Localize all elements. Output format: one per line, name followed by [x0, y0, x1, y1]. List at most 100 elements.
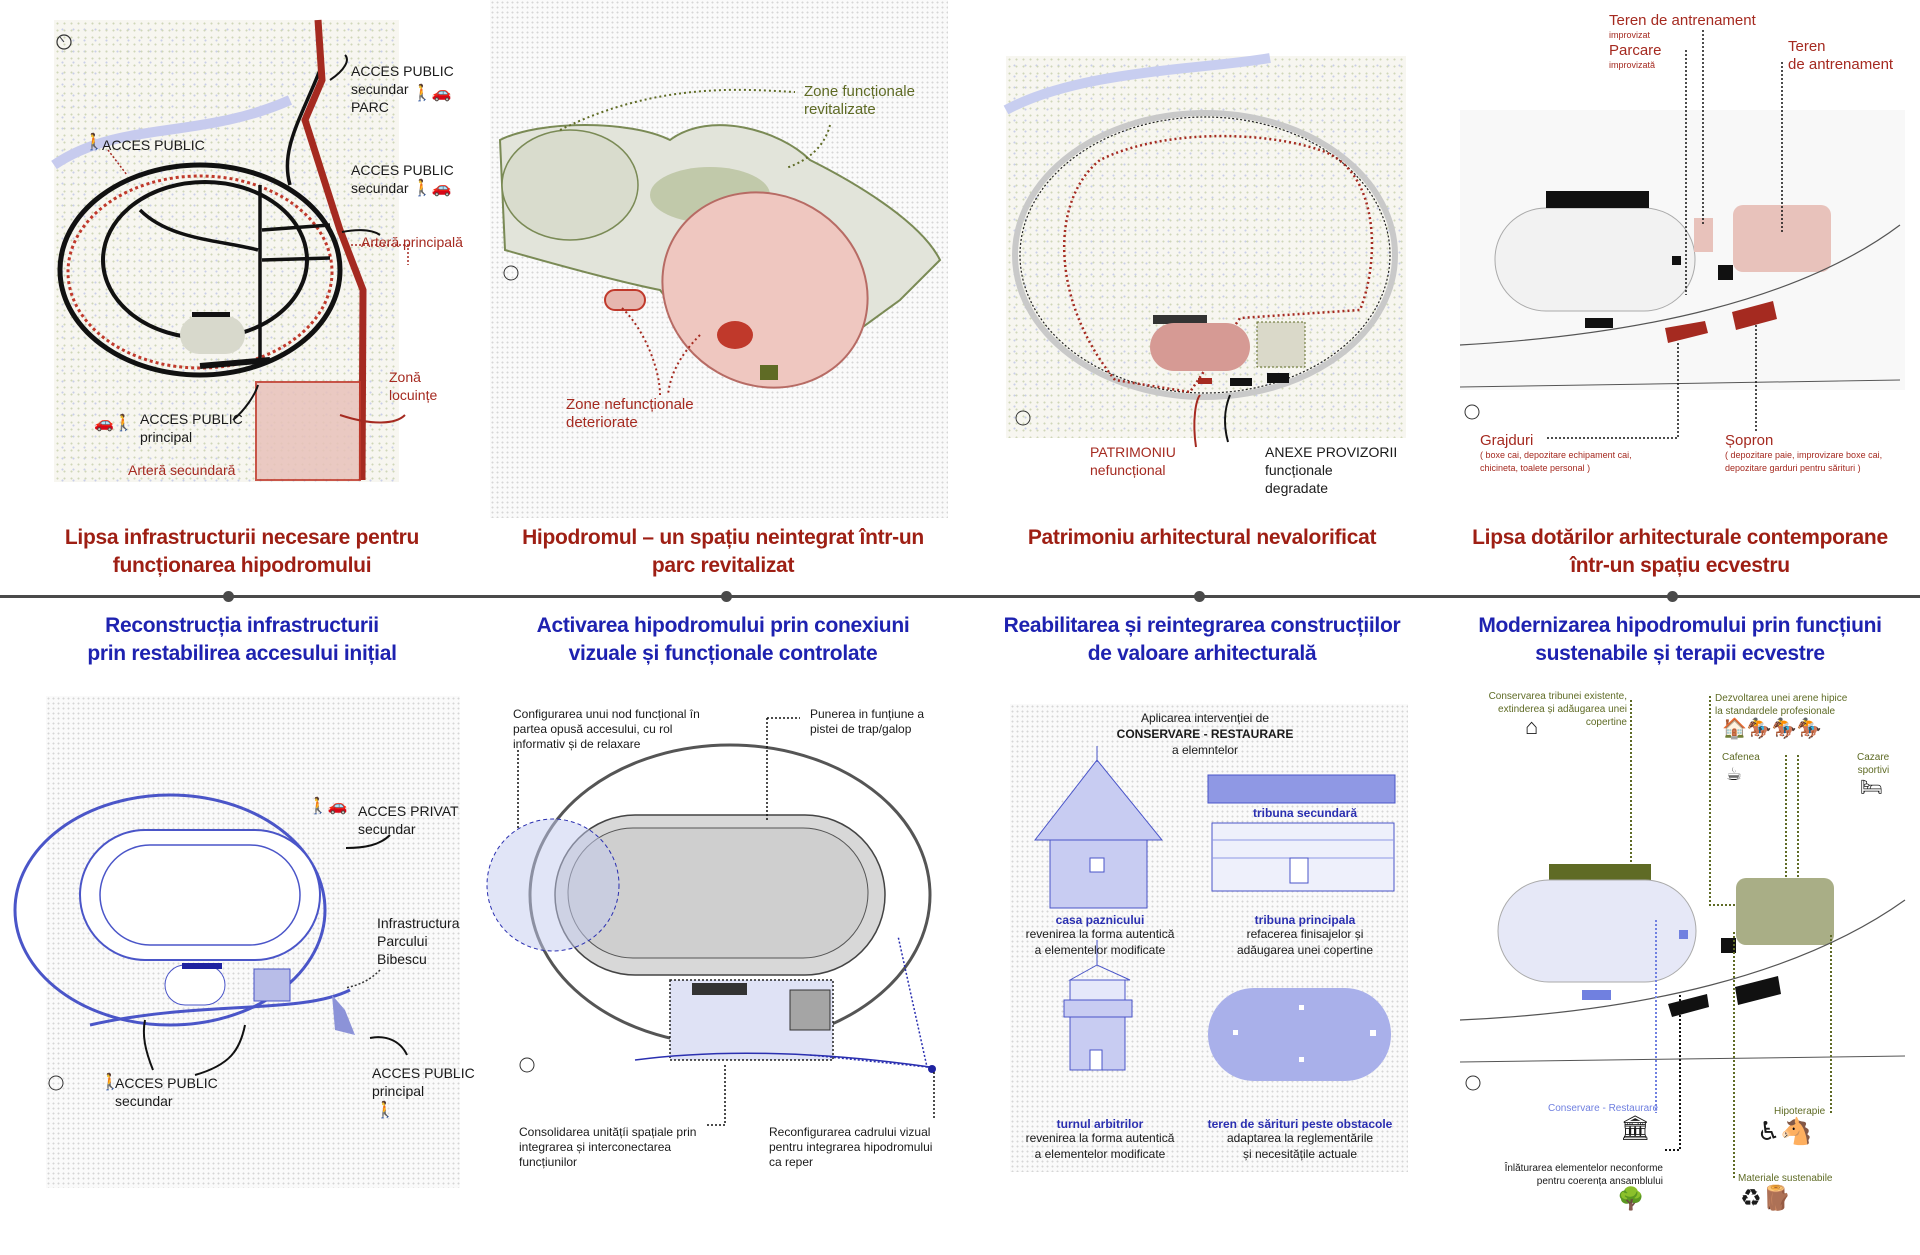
- viewpoint-marker: [928, 1065, 936, 1073]
- museum-hand-icon: 🏛: [1620, 1115, 1651, 1142]
- solution-title-access: Reconstrucția infrastructurii prin resta…: [87, 614, 397, 665]
- timeline-node: [223, 591, 234, 602]
- referee-tower-top: [1069, 979, 1126, 1001]
- north-arrow-icon: [56, 34, 72, 50]
- track-plan: [1494, 207, 1696, 312]
- label-acces-public-secundar: ACCES PUBLIC secundar: [351, 162, 454, 196]
- item-desc-casa-paznicului: revenirea la forma autentică a elementel…: [1025, 927, 1175, 957]
- label-parcare-sub: improvizată: [1609, 60, 1656, 70]
- car-pedestrian-icon: 🚗🚶: [94, 415, 134, 432]
- park-map-drawing: [498, 88, 942, 396]
- tribune-extension: [1549, 864, 1651, 882]
- label-nod-functional: Configurarea unui nod funcțional în part…: [513, 707, 700, 751]
- label-infrastructura-parcului: Infrastructura Parcului Bibescu: [377, 915, 460, 967]
- solution-title-modernization: Modernizarea hipodromului prin funcțiuni…: [1478, 614, 1882, 665]
- access-map-drawing: [13, 793, 408, 1091]
- guard-house-body: [1049, 839, 1148, 909]
- intro-line-2: CONSERVARE - RESTAURARE: [1116, 727, 1294, 741]
- label-cazare: Cazare sportivi: [1857, 752, 1890, 776]
- north-arrow-icon: [1015, 410, 1031, 426]
- label-acces-public-principal: ACCES PUBLIC principal: [372, 1065, 475, 1099]
- coffee-cup-icon: ☕: [1726, 764, 1743, 784]
- label-zona-locuinte: Zonă locuințe: [389, 369, 438, 403]
- item-name-teren-sarituri: teren de sărituri peste obstacole: [1207, 1117, 1393, 1131]
- site-plan-heritage: [1006, 56, 1406, 438]
- label-parcare: Parcare: [1609, 42, 1662, 59]
- racetrack-red-zone: [661, 191, 869, 389]
- problem-title-park: Hipodromul – un spațiu neintegrat într-u…: [522, 526, 924, 577]
- water-course: [51, 95, 293, 170]
- north-arrow-icon: [503, 265, 519, 281]
- secondary-tribune: [1207, 774, 1396, 804]
- item-name-turnul-arbitrilor: turnul arbitrilor: [1056, 1117, 1144, 1131]
- timeline-node: [721, 591, 732, 602]
- pedestrian-car-icon: 🚶🚗: [308, 798, 348, 815]
- label-zone-nefunctionale: Zone nefuncționale deteriorate: [566, 396, 694, 431]
- outer-ring-road: [13, 793, 327, 1027]
- item-name-casa-paznicului: casa paznicului: [1055, 913, 1145, 927]
- heritage-track: [1150, 323, 1250, 371]
- label-hipoterapie: Hipoterapie: [1774, 1106, 1826, 1117]
- label-sopron: Șopron: [1725, 432, 1774, 449]
- sustainable-materials-icon: ♻🪵: [1740, 1185, 1792, 1212]
- training-field: [1733, 205, 1831, 272]
- label-teren-improvizat: Teren de antrenament: [1609, 12, 1756, 29]
- label-acces-public-principal: ACCES PUBLIC principal: [140, 411, 243, 445]
- guard-house-roof: [1033, 759, 1164, 841]
- water-course: [1003, 53, 1271, 115]
- heritage-map-drawing: [1003, 53, 1398, 448]
- therapy-horse-icon: ♿🐴: [1757, 1116, 1813, 1146]
- label-consolidare: Consolidarea unitățíi spațiale prin inte…: [519, 1125, 697, 1169]
- label-anexe: ANEXE PROVIZORII funcționale degradate: [1265, 444, 1398, 496]
- north-arrow-icon: [48, 1075, 64, 1091]
- race-track: [79, 829, 321, 961]
- north-arrow-icon: [1465, 1075, 1481, 1091]
- label-grajduri: Grajduri: [1480, 432, 1534, 449]
- label-patrimoniu: PATRIMONIU nefuncțional: [1090, 444, 1176, 478]
- label-acces-public-secundar: ACCES PUBLIC secundar: [115, 1075, 218, 1109]
- timeline-divider: [0, 595, 1920, 598]
- functional-node-zone: [486, 818, 620, 952]
- solution-title-rehabilitation: Reabilitarea și reintegrarea construcții…: [1003, 614, 1401, 665]
- label-artera-principala: Arteră principală: [361, 234, 463, 250]
- north-arrow-icon: [1464, 404, 1480, 420]
- housing-zone: [255, 381, 361, 481]
- label-teren-antrenament: Teren de antrenament: [1788, 38, 1894, 73]
- label-conservare-restaurare: Conservare - Restaurare: [1548, 1103, 1659, 1114]
- track-plan: [1497, 879, 1697, 983]
- label-teren-improvizat-sub: improvizat: [1609, 30, 1651, 40]
- infrastructure-map-drawing: [51, 19, 409, 481]
- item-name-tribuna-secundara: tribuna secundară: [1252, 806, 1358, 820]
- modernization-map-drawing: [1459, 696, 1906, 1180]
- label-conservare-tribuna: Conservarea tribunei existente, extinder…: [1488, 691, 1627, 728]
- tribune-canopy-icon: ⌂: [1525, 714, 1539, 739]
- stables: [1665, 321, 1708, 343]
- solution-title-activation: Activarea hipodromului prin conexiuni vi…: [536, 614, 910, 665]
- equestrian-arena: [1736, 878, 1834, 945]
- pedestrian-car-icon: 🚶🚗: [412, 85, 452, 102]
- label-reconfigurare: Reconfigurarea cadrului vizual pentru in…: [769, 1125, 933, 1169]
- pedestrian-icon: 🚶: [375, 1102, 395, 1119]
- label-zone-functionale: Zone funcționale revitalizate: [804, 83, 915, 118]
- label-sopron-sub: ( depozitare paie, improvizare boxe cai,…: [1725, 450, 1883, 473]
- label-cafenea: Cafenea: [1722, 752, 1760, 763]
- stable-horse-riders-icon: 🏠🏇🏇🏇: [1722, 718, 1822, 740]
- label-acces-privat: ACCES PRIVAT secundar: [358, 803, 459, 837]
- shed: [1732, 301, 1777, 330]
- item-desc-turnul-arbitrilor: revenirea la forma autentică a elementel…: [1025, 1131, 1175, 1161]
- label-pista: Punerea in funțiune a pistei de trap/gal…: [810, 707, 925, 736]
- race-track-outer: [57, 162, 343, 378]
- site-plan-infrastructure: [54, 20, 399, 482]
- intro-line-3: a elemntelor: [1171, 743, 1239, 757]
- bed-sleep-icon: 🛏: [1860, 777, 1883, 797]
- label-acces-public: ACCES PUBLIC: [102, 137, 205, 153]
- label-inlaturare: Înlăturarea elementelor neconforme pentr…: [1504, 1163, 1663, 1187]
- pedestrian-icon: 🚶: [84, 134, 104, 151]
- problem-title-heritage: Patrimoniu arhitectural nevalorificat: [1027, 526, 1377, 549]
- race-track-dotted: [66, 174, 334, 370]
- equestrian-map-drawing: [1459, 30, 1905, 439]
- label-acces-public-secundar-parc: ACCES PUBLIC secundar PARC: [351, 63, 454, 115]
- pedestrian-icon: 🚶: [100, 1074, 120, 1091]
- activation-map-drawing: [486, 717, 936, 1126]
- main-artery: [301, 19, 367, 481]
